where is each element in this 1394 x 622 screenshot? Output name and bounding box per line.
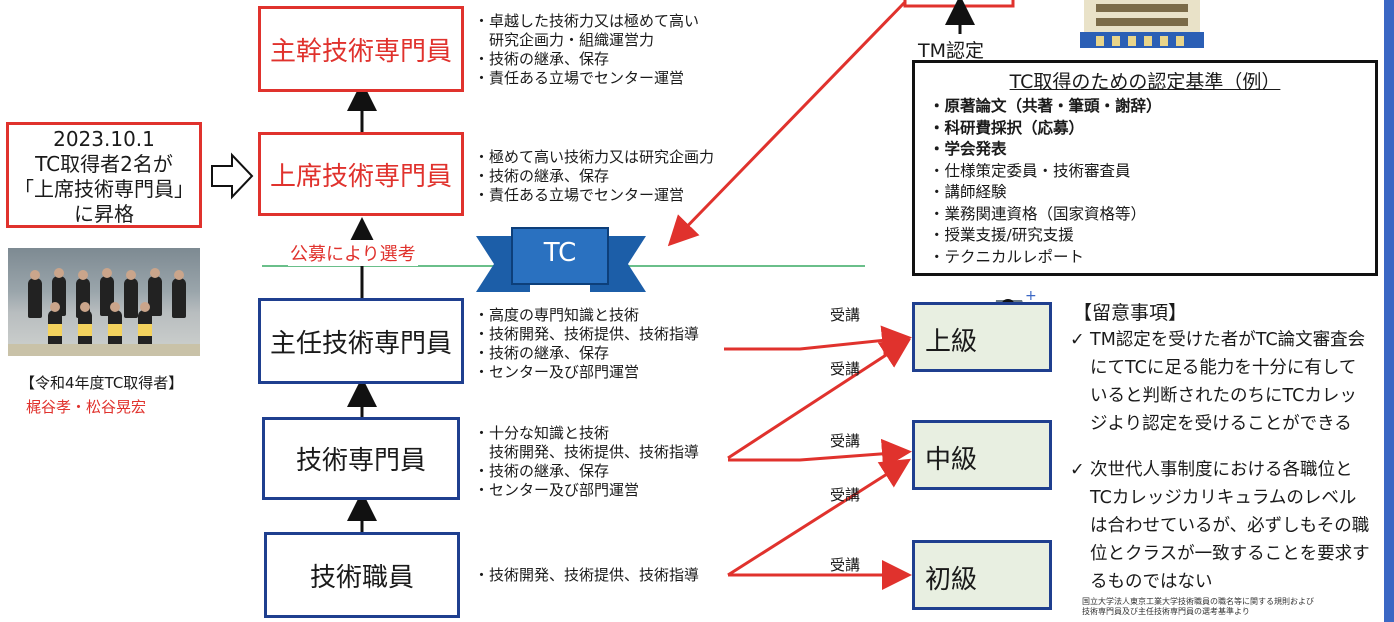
rank-specialist-label: 技術専門員 [295, 446, 426, 476]
group-photo [8, 248, 200, 356]
criteria-box: TC取得のための認定基準（例） ・原著論文（共著・筆頭・謝辞） ・科研費採択（応… [912, 60, 1378, 276]
tc-ribbon [476, 227, 646, 292]
criteria-item: ・業務関連資格（国家資格等） [929, 204, 1147, 223]
photo-caption-title: 【令和4年度TC取得者】 [20, 374, 184, 392]
lead-description: ・高度の専門知識と技術 ・技術開発、技術提供、技術指導 ・技術の継承、保存 ・セ… [474, 306, 700, 381]
rank-chief-label: 主幹技術専門員 [269, 36, 452, 67]
rank-staff-label: 技術職員 [309, 562, 414, 593]
footnote-line2: 技術専門員及び主任技術専門員の選考基準より [1082, 607, 1250, 616]
tm-box [903, 0, 1015, 8]
criteria-item: ・仕様策定委員・技術審査員 [929, 161, 1131, 180]
chief-description: ・卓越した技術力又は極めて高い 研究企画力・組織運営力 ・技術の継承、保存 ・責… [474, 12, 700, 87]
specialist-description: ・十分な知識と技術 技術開発、技術提供、技術指導 ・技術の継承、保存 ・センター… [474, 424, 700, 499]
attend-label-5: 受講 [830, 556, 861, 574]
promotion-line3: 「上席技術専門員」 [14, 177, 194, 201]
rank-specialist-box: 技術専門員 [262, 417, 460, 500]
tc-ribbon-label: TC [543, 238, 577, 268]
check-icon: ✓ [1070, 330, 1085, 350]
level-intermediate-label: 中級 [925, 445, 978, 475]
rank-senior-label: 上席技術専門員 [269, 161, 452, 192]
attend-label-2: 受講 [830, 360, 861, 378]
caution-item-2: ✓次世代人事制度における各職位と TCカレッジカリキュラムのレベル は合わせてい… [1070, 456, 1370, 596]
rank-chief-box: 主幹技術専門員 [258, 6, 464, 92]
footnote: 国立大学法人東京工業大学技術職員の職名等に関する規則および 技術専門員及び主任技… [1082, 597, 1314, 617]
arrow-lead-to-advanced [724, 325, 912, 356]
level-beginner-label: 初級 [925, 565, 978, 595]
caution-title: 【留意事項】 [1073, 302, 1188, 324]
promotion-line2: TC取得者2名が [35, 152, 173, 176]
level-advanced-label: 上級 [925, 327, 978, 357]
attend-label-4: 受講 [830, 486, 861, 504]
selection-label: 公募により選考 [288, 240, 418, 266]
criteria-item: ・科研費採択（応募） [929, 118, 1085, 137]
criteria-list: ・原著論文（共著・筆頭・謝辞） ・科研費採択（応募） ・学会発表 ・仕様策定委員… [929, 96, 1375, 268]
arrow-specialist-to-advanced [727, 338, 912, 460]
rank-staff-box: 技術職員 [264, 532, 460, 618]
arrow-tm-to-tc [667, 0, 907, 247]
photo-caption-names: 梶谷孝・松谷晃宏 [26, 398, 147, 416]
rank-lead-label: 主任技術専門員 [269, 328, 452, 359]
svg-text:+: + [1025, 288, 1037, 304]
senior-description: ・極めて高い技術力又は研究企画力 ・技術の継承、保存 ・責任ある立場でセンター運… [474, 148, 715, 204]
level-advanced-box: 上級 [912, 302, 1052, 372]
edge-bar [1384, 0, 1394, 622]
promotion-arrow [211, 152, 254, 200]
tm-label: TM認定 [918, 40, 984, 62]
criteria-item: ・テクニカルレポート [929, 247, 1085, 266]
arrow-staff-to-intermediate [727, 458, 912, 577]
rank-lead-box: 主任技術専門員 [258, 298, 464, 384]
attend-label-3: 受講 [830, 432, 861, 450]
promotion-note: 2023.10.1 TC取得者2名が 「上席技術専門員」 に昇格 [6, 122, 202, 228]
attend-label-1: 受講 [830, 306, 861, 324]
arrow-specialist-to-intermediate [728, 438, 912, 469]
check-icon: ✓ [1070, 460, 1085, 480]
criteria-item: ・授業支援/研究支援 [929, 226, 1074, 244]
footnote-line1: 国立大学法人東京工業大学技術職員の職名等に関する規則および [1082, 597, 1314, 606]
criteria-title: TC取得のための認定基準（例） [1009, 71, 1281, 93]
promotion-line4: に昇格 [74, 202, 134, 226]
staff-description: ・技術開発、技術提供、技術指導 [474, 566, 700, 584]
criteria-item: ・講師経験 [929, 183, 1007, 201]
criteria-item: ・学会発表 [929, 140, 1007, 158]
caution-item-1: ✓TM認定を受けた者がTC論文審査会 にてTCに足る能力を十分に有して いると判… [1070, 326, 1365, 438]
building-icon [1080, 0, 1204, 48]
promotion-date: 2023.10.1 [53, 127, 155, 151]
rank-senior-box: 上席技術専門員 [258, 132, 464, 216]
criteria-item: ・原著論文（共著・筆頭・謝辞） [929, 97, 1162, 115]
level-intermediate-box: 中級 [912, 420, 1052, 490]
level-beginner-box: 初級 [912, 540, 1052, 610]
